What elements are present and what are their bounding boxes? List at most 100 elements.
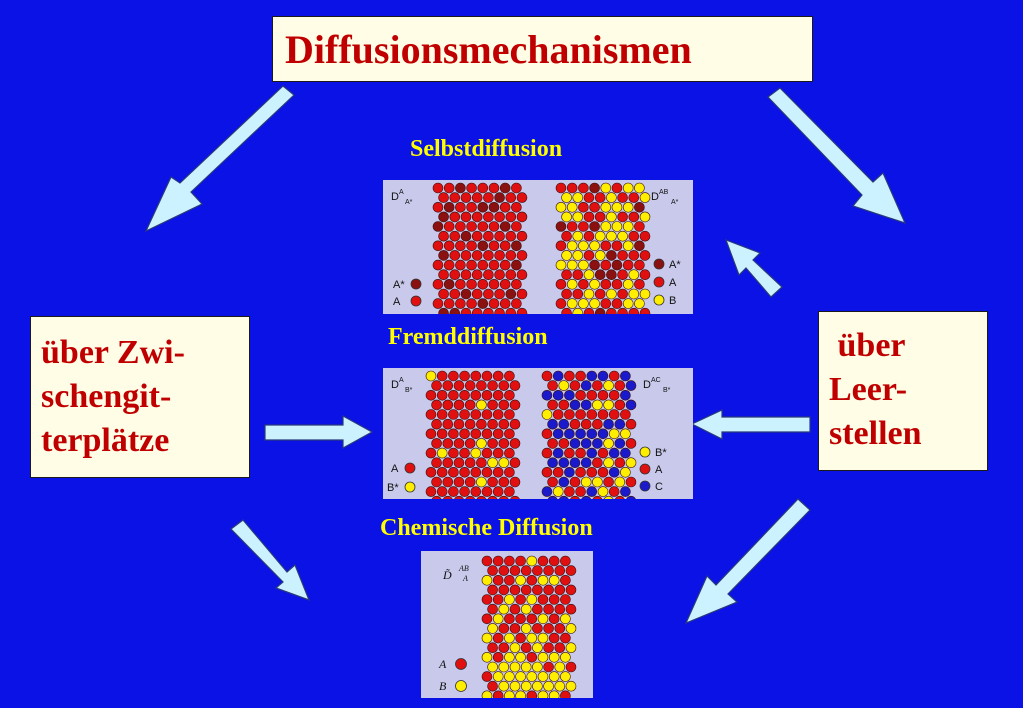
atom bbox=[432, 259, 444, 271]
atom bbox=[526, 671, 538, 682]
atom bbox=[481, 613, 493, 625]
atom bbox=[566, 201, 578, 213]
atom bbox=[449, 211, 461, 223]
atom bbox=[520, 642, 532, 653]
atom bbox=[516, 192, 528, 203]
atom bbox=[565, 603, 577, 615]
atom bbox=[515, 652, 526, 663]
atom bbox=[431, 438, 442, 449]
atom bbox=[498, 565, 510, 576]
atom bbox=[442, 438, 454, 449]
atom bbox=[611, 240, 623, 252]
atom bbox=[564, 409, 575, 420]
atom bbox=[622, 240, 634, 252]
atom bbox=[552, 389, 564, 401]
atom bbox=[560, 690, 571, 698]
atom bbox=[449, 288, 461, 300]
atom bbox=[611, 259, 623, 271]
atom bbox=[455, 240, 466, 252]
atom bbox=[460, 250, 472, 261]
atom bbox=[614, 457, 626, 468]
atom bbox=[511, 182, 522, 194]
legend-1: B bbox=[439, 679, 447, 693]
atom bbox=[583, 230, 595, 242]
atom bbox=[569, 399, 581, 411]
atom bbox=[600, 240, 612, 252]
atom bbox=[548, 613, 560, 625]
atom bbox=[438, 192, 449, 203]
atom bbox=[436, 370, 448, 382]
coef-right-main: D bbox=[643, 379, 651, 391]
legend-0-dot bbox=[455, 658, 467, 670]
atom bbox=[566, 259, 578, 271]
atom bbox=[436, 389, 448, 401]
atom bbox=[481, 447, 493, 459]
atom bbox=[608, 389, 620, 401]
atom bbox=[597, 467, 609, 478]
atom bbox=[594, 269, 606, 280]
atom bbox=[597, 447, 609, 459]
atom bbox=[483, 211, 494, 223]
atom bbox=[448, 447, 459, 459]
atom bbox=[449, 307, 461, 314]
atom bbox=[583, 307, 595, 314]
atom bbox=[547, 495, 558, 499]
atom bbox=[499, 240, 511, 252]
atom bbox=[589, 182, 600, 194]
atom bbox=[547, 457, 558, 468]
atom bbox=[564, 467, 575, 478]
atom bbox=[622, 298, 634, 309]
atom bbox=[572, 288, 584, 300]
atom bbox=[600, 182, 612, 194]
atom bbox=[492, 389, 504, 401]
atom bbox=[548, 594, 560, 605]
atom bbox=[606, 250, 617, 261]
atom bbox=[628, 211, 640, 223]
atom bbox=[487, 661, 498, 673]
atom bbox=[425, 409, 437, 420]
heading-selbstdiffusion: Selbstdiffusion bbox=[410, 136, 563, 162]
atom bbox=[476, 418, 487, 430]
atom bbox=[608, 486, 620, 497]
atom bbox=[541, 467, 553, 478]
atom bbox=[432, 279, 444, 290]
atom bbox=[455, 182, 466, 194]
atom bbox=[470, 486, 482, 497]
atom bbox=[492, 555, 504, 567]
atom bbox=[449, 230, 461, 242]
atom bbox=[459, 486, 470, 497]
atom bbox=[580, 399, 592, 411]
atom bbox=[515, 690, 526, 698]
atom bbox=[492, 690, 504, 698]
atom bbox=[625, 438, 637, 449]
atom bbox=[487, 680, 498, 692]
atom bbox=[487, 380, 498, 391]
atom bbox=[541, 409, 553, 420]
atom bbox=[509, 680, 521, 692]
atom bbox=[494, 307, 505, 314]
legend-right-1: A bbox=[655, 464, 663, 476]
atom bbox=[460, 269, 472, 280]
atom bbox=[564, 370, 575, 382]
atom bbox=[477, 201, 489, 213]
atom bbox=[442, 457, 454, 468]
atom bbox=[504, 671, 515, 682]
atom bbox=[505, 250, 517, 261]
atom bbox=[639, 211, 651, 223]
atom bbox=[634, 221, 645, 232]
atom bbox=[603, 418, 614, 430]
atom bbox=[597, 409, 609, 420]
atom bbox=[589, 259, 600, 271]
atom bbox=[431, 399, 442, 411]
atom bbox=[477, 279, 489, 290]
atom bbox=[442, 418, 454, 430]
atom bbox=[466, 259, 477, 271]
atom bbox=[620, 389, 631, 401]
atom bbox=[548, 652, 560, 663]
atom bbox=[578, 298, 589, 309]
atom bbox=[436, 467, 448, 478]
legend-left-1: A bbox=[393, 296, 401, 308]
atom bbox=[594, 288, 606, 300]
atom bbox=[552, 467, 564, 478]
atom bbox=[453, 457, 465, 468]
